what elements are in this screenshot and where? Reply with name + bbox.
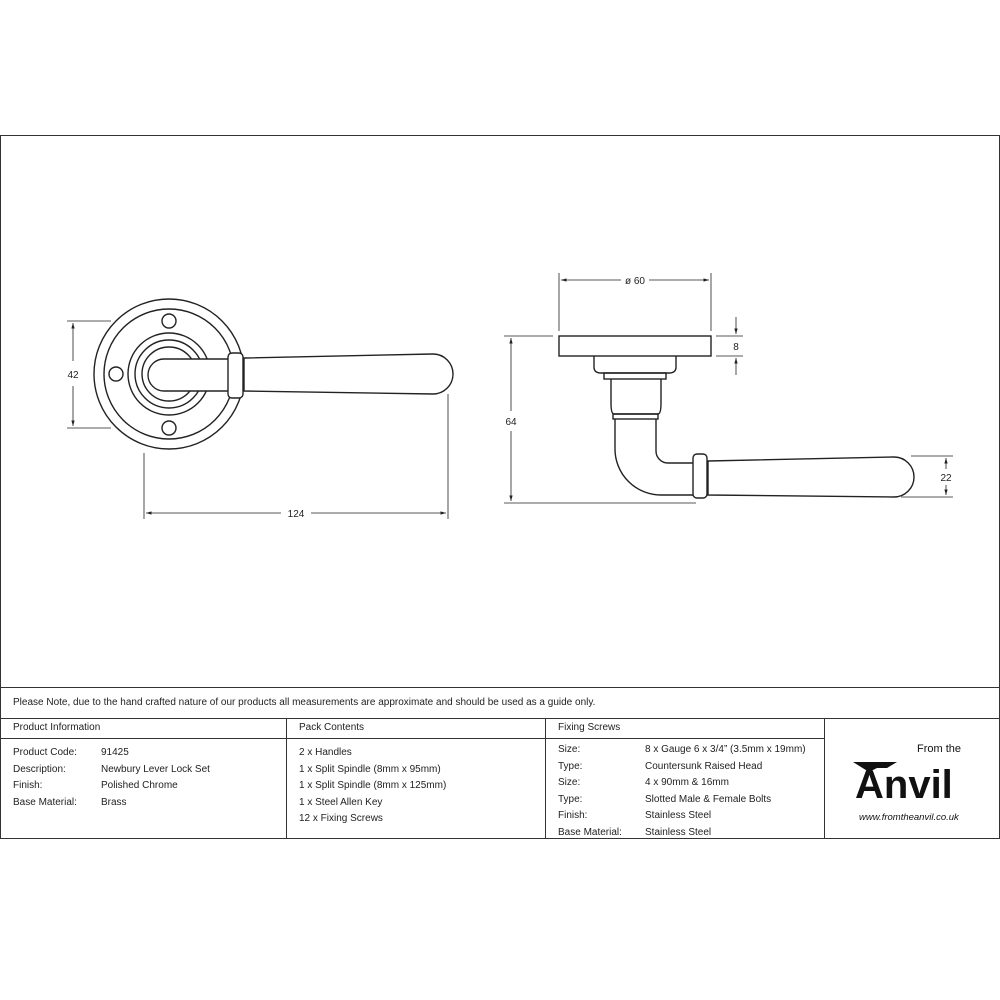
label: Size: — [558, 777, 581, 788]
screw-hole — [108, 366, 124, 382]
pack-contents-header: Pack Contents — [287, 718, 545, 739]
logo-from-the: From the — [917, 743, 961, 755]
pack-item: 1 x Split Spindle (8mm x 125mm) — [299, 780, 447, 791]
dim-8: 8 — [733, 342, 739, 353]
info-row: Base Material: Brass — [13, 795, 286, 812]
value: 8 x Gauge 6 x 3/4” (3.5mm x 19mm) — [645, 744, 806, 755]
value: Stainless Steel — [645, 810, 712, 821]
label: Product Code: — [13, 747, 77, 758]
lever-collar — [227, 352, 244, 399]
logo-brand: Anvil — [855, 763, 953, 807]
screw-row: Type: Slotted Male & Female Bolts — [558, 792, 824, 809]
screw-hole — [161, 420, 177, 436]
screw-row: Base Material: Stainless Steel — [558, 825, 824, 839]
front-view — [93, 298, 454, 450]
dim-124: 124 — [288, 509, 305, 520]
fixing-screws-header: Fixing Screws — [546, 718, 824, 739]
info-row: Product Code: 91425 — [13, 745, 286, 762]
rose-plate — [558, 335, 712, 357]
side-view — [558, 335, 915, 499]
value: Brass — [101, 796, 127, 808]
product-info-header: Product Information — [1, 718, 286, 739]
dim-diameter-60: ø 60 — [625, 276, 645, 287]
value: Countersunk Raised Head — [645, 760, 763, 772]
pack-item: 12 x Fixing Screws — [299, 813, 383, 824]
screw-row: Size: 8 x Gauge 6 x 3/4” (3.5mm x 19mm) — [558, 742, 824, 759]
technical-drawing: 42 124 ø 60 8 64 22 — [67, 273, 953, 520]
label: Description: — [13, 763, 66, 775]
lever-blade — [243, 353, 454, 395]
product-information: Product Information Product Code: 91425 D… — [1, 718, 287, 838]
label: Finish: — [13, 780, 43, 791]
info-row: Finish: Polished Chrome — [13, 778, 286, 795]
anvil-icon — [853, 762, 897, 772]
value: 4 x 90mm & 16mm — [645, 777, 729, 788]
label: Finish: — [558, 810, 588, 821]
label: Type: — [558, 760, 583, 772]
fixing-screws: Fixing Screws Size: 8 x Gauge 6 x 3/4” (3… — [546, 718, 825, 838]
pack-item: 2 x Handles — [299, 747, 352, 758]
label: Base Material: — [558, 826, 622, 838]
dim-22: 22 — [940, 473, 952, 484]
pack-item: 1 x Split Spindle (8mm x 95mm) — [299, 763, 441, 775]
screw-row: Finish: Stainless Steel — [558, 808, 824, 825]
value: Stainless Steel — [645, 826, 712, 838]
note-text: Please Note, due to the hand crafted nat… — [13, 697, 596, 708]
screw-row: Type: Countersunk Raised Head — [558, 759, 824, 776]
pack-item: 1 x Steel Allen Key — [299, 796, 383, 808]
dim-64: 64 — [505, 417, 517, 428]
info-row: Description: Newbury Lever Lock Set — [13, 762, 286, 779]
value: 91425 — [101, 747, 129, 758]
spec-sheet: 42 124 ø 60 8 64 22 Please Note, due to … — [0, 135, 1000, 839]
from-the-anvil-logo: From the Anvil www.fromtheanvil.co.uk — [825, 718, 999, 838]
pack-contents: Pack Contents 2 x Handles 1 x Split Spin… — [287, 718, 546, 838]
screw-row: Size: 4 x 90mm & 16mm — [558, 775, 824, 792]
value: Newbury Lever Lock Set — [101, 763, 210, 775]
value: Polished Chrome — [101, 780, 178, 791]
dim-42: 42 — [67, 370, 79, 381]
screw-hole — [161, 313, 177, 329]
measurement-note: Please Note, due to the hand crafted nat… — [1, 687, 999, 719]
logo-url: www.fromtheanvil.co.uk — [859, 812, 960, 823]
value: Slotted Male & Female Bolts — [645, 793, 772, 805]
label: Base Material: — [13, 796, 77, 808]
lever-neck — [147, 358, 228, 392]
label: Type: — [558, 793, 583, 805]
label: Size: — [558, 744, 581, 755]
